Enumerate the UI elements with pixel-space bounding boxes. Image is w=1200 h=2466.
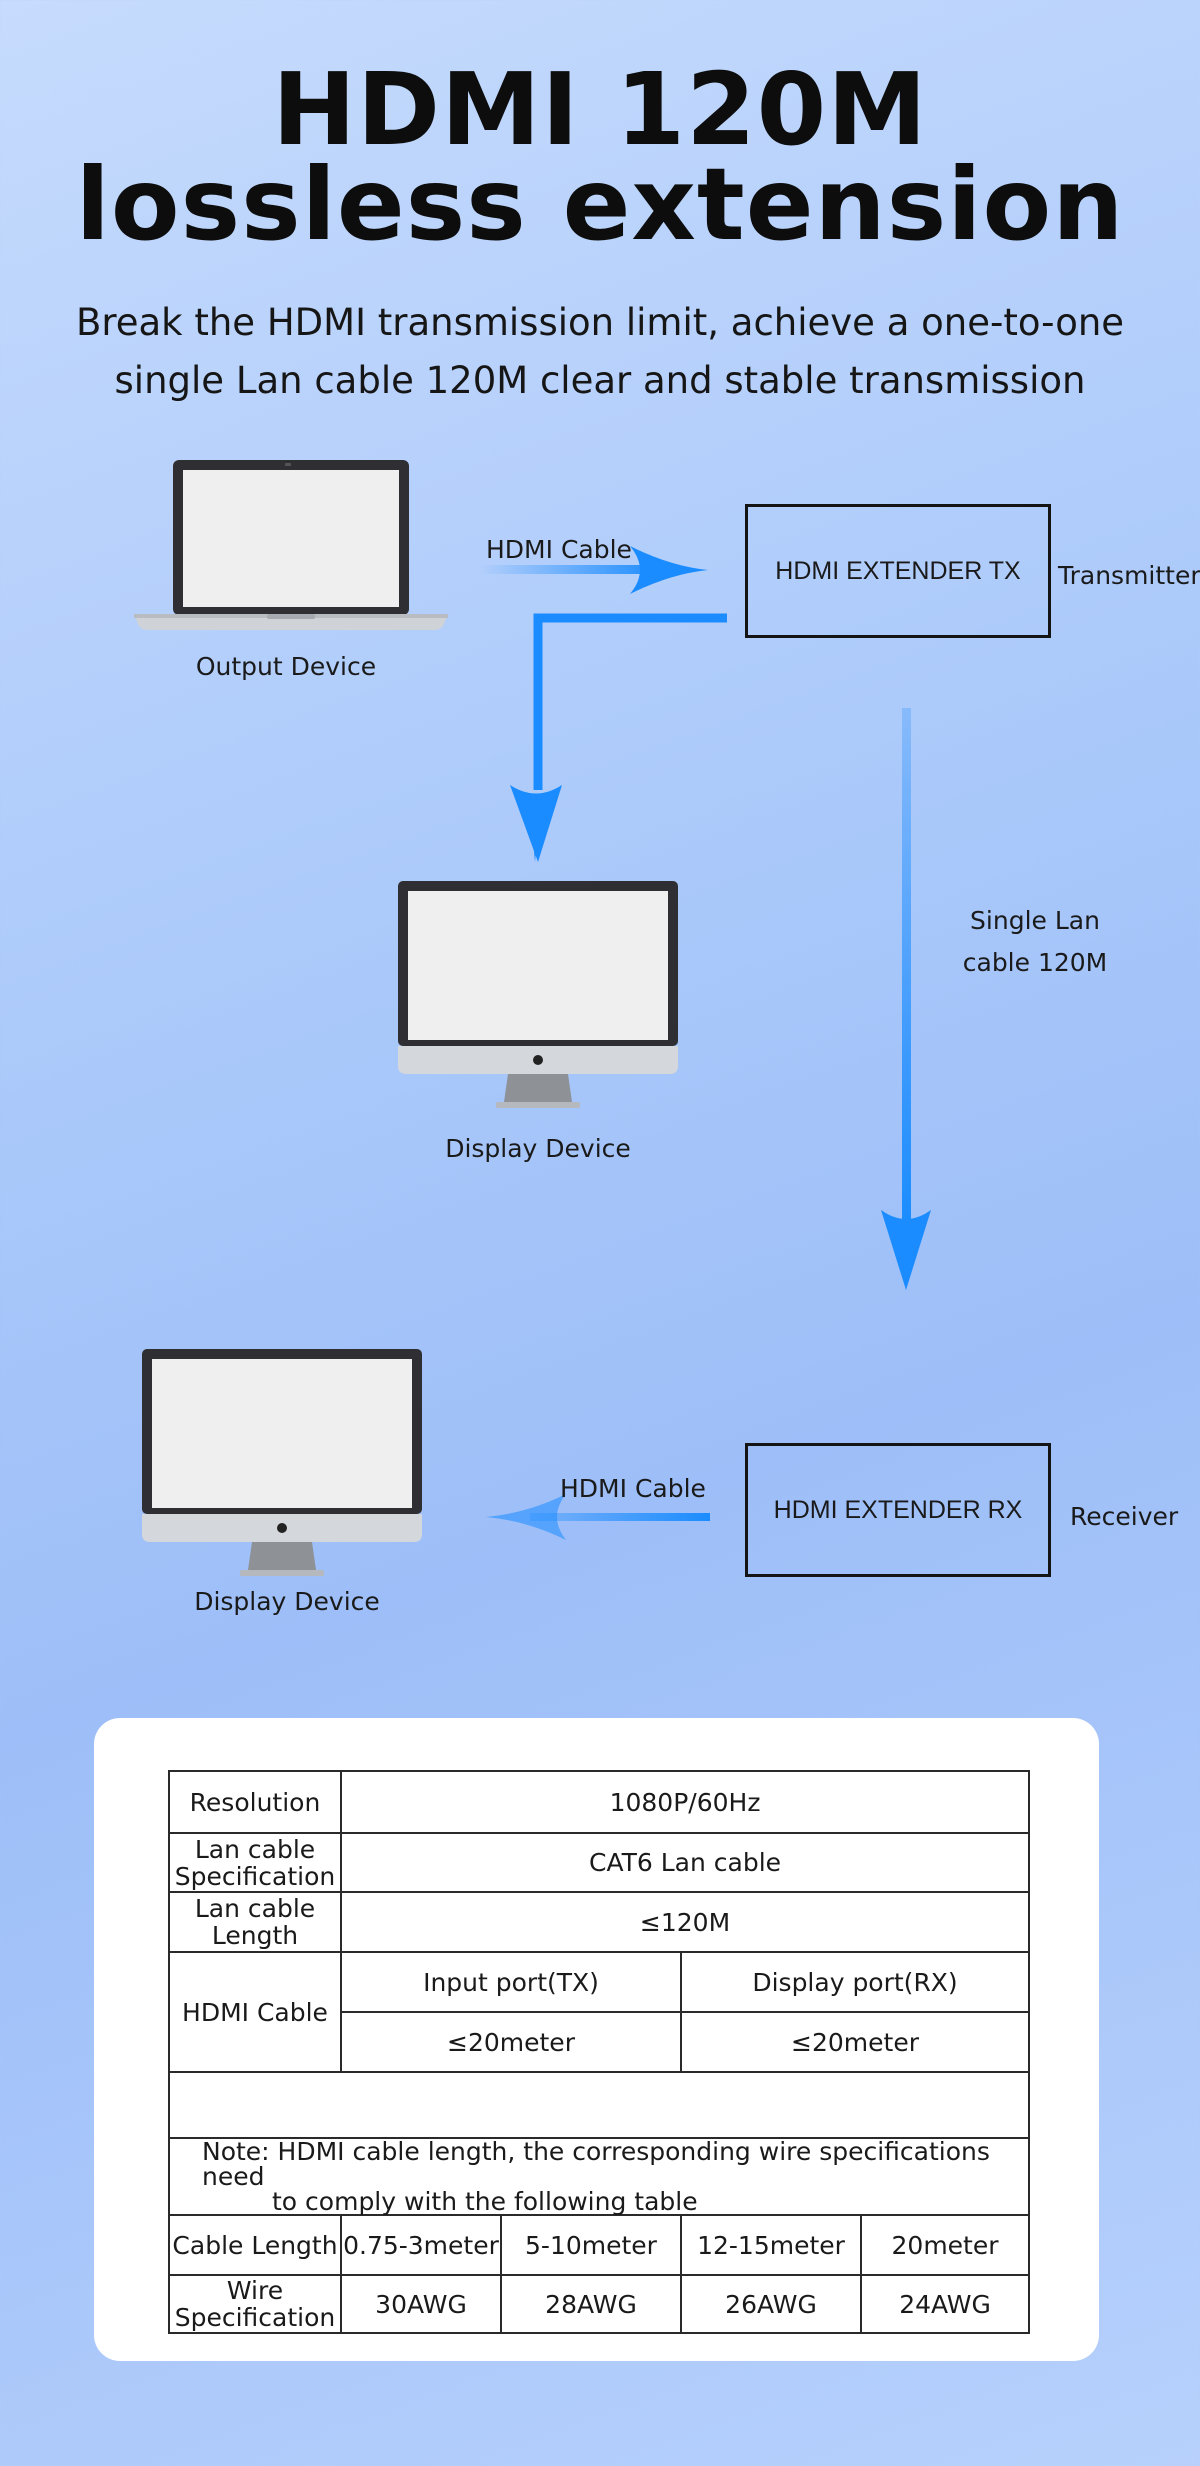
- input-port-label: Input port(TX): [340, 1951, 682, 2013]
- lan-length-value: ≤120M: [339, 1891, 1031, 1953]
- table-row: ≤20meter ≤20meter: [169, 2011, 1031, 2073]
- laptop-icon: [134, 460, 448, 630]
- connection-diagram: [134, 460, 931, 1576]
- cable-length-label: Cable Length: [168, 2214, 342, 2276]
- lan-label-line-2: cable 120M: [962, 948, 1108, 977]
- lan-label-line-1: Single Lan: [970, 906, 1100, 935]
- hdmi-cable-label-bottom: HDMI Cable: [560, 1474, 706, 1503]
- rx-extender-box: HDMI EXTENDER RX: [745, 1443, 1051, 1577]
- subtitle-line-2: single Lan cable 120M clear and stable t…: [114, 359, 1086, 402]
- lan-arrow: [881, 708, 931, 1290]
- output-device-label: Output Device: [195, 652, 377, 681]
- display-port-label: Display port(RX): [679, 1951, 1031, 2013]
- table-row: Cable Length 0.75-3meter 5-10meter 12-15…: [168, 2214, 1031, 2276]
- lan-spec-value: CAT6 Lan cable: [339, 1832, 1031, 1893]
- cable-length-cell: 12-15meter: [680, 2214, 862, 2276]
- wire-spec-cell: 28AWG: [500, 2274, 682, 2334]
- table-row: Note: HDMI cable length, the correspondi…: [167, 2137, 1031, 2216]
- page-title-line-2: lossless extension: [75, 146, 1125, 263]
- hdmi-cable-label: HDMI Cable: [168, 1951, 342, 2073]
- hdmi-arrow-bottom: [486, 1494, 710, 1540]
- tx-extender-box: HDMI EXTENDER TX: [745, 504, 1051, 638]
- display-device-label-2: Display Device: [194, 1587, 380, 1616]
- wire-spec-cell: 26AWG: [680, 2274, 862, 2334]
- cable-length-cell: 5-10meter: [500, 2214, 682, 2276]
- monitor-icon: [398, 881, 678, 1108]
- receiver-label: Receiver: [1070, 1502, 1179, 1531]
- resolution-value: 1080P/60Hz: [339, 1770, 1031, 1834]
- note-cell: Note: HDMI cable length, the correspondi…: [167, 2137, 1031, 2216]
- cable-length-cell: 20meter: [859, 2214, 1031, 2276]
- subtitle-line-1: Break the HDMI transmission limit, achie…: [75, 301, 1125, 344]
- page-title-line-1: HDMI 120M: [272, 51, 928, 168]
- hdmi-arrow-top: [480, 546, 708, 594]
- transmitter-label: Transmitter: [1058, 561, 1200, 590]
- table-row: Resolution 1080P/60Hz: [168, 1770, 1031, 1834]
- cable-length-cell: 0.75-3meter: [340, 2214, 502, 2276]
- monitor-icon: [142, 1349, 422, 1576]
- wire-spec-cell: 30AWG: [340, 2274, 502, 2334]
- wire-spec-cell: 24AWG: [859, 2274, 1031, 2334]
- empty-cell: [167, 2071, 1031, 2139]
- hdmi-cable-label-top: HDMI Cable: [486, 535, 632, 564]
- table-row: HDMI Cable Input port(TX) Display port(R…: [168, 1951, 1031, 2073]
- display-device-label-1: Display Device: [445, 1134, 631, 1163]
- display-port-value: ≤20meter: [679, 2011, 1031, 2073]
- tx-to-display-arrow: [510, 613, 727, 862]
- table-row: [167, 2071, 1031, 2139]
- input-port-value: ≤20meter: [340, 2011, 682, 2073]
- resolution-label: Resolution: [168, 1770, 342, 1834]
